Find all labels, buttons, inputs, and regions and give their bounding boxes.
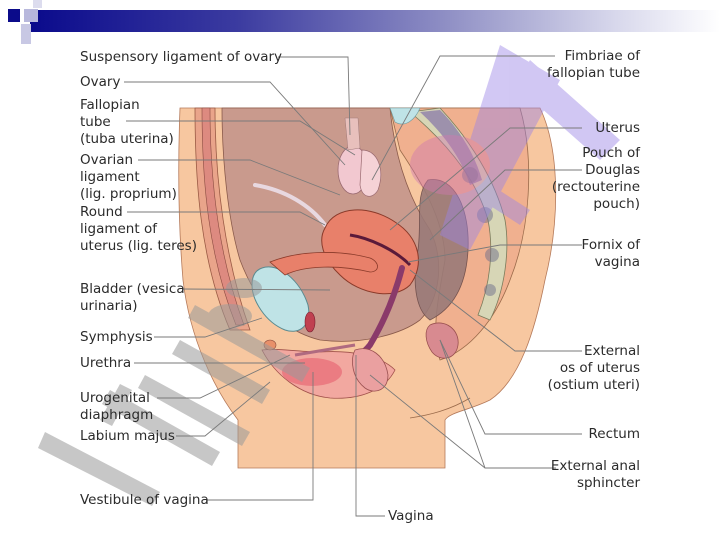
label-pouch-of-douglas: Pouch of Douglas (rectouterine pouch): [551, 145, 640, 212]
bladder-shape: [251, 266, 310, 332]
label-urethra: Urethra: [80, 355, 132, 371]
label-urogenital-diaphragm: Urogenital diaphragm: [80, 390, 154, 423]
watermark-letter-stroke: [172, 340, 270, 404]
label-labium-majus: Labium majus: [80, 428, 175, 444]
leader-uterus: [389, 127, 582, 231]
leader-labium: [176, 381, 271, 437]
sacrum-bone-texture: [420, 110, 482, 185]
leader-urogenital: [157, 354, 291, 399]
leader-fallopian: [126, 120, 356, 156]
anal-canal: [352, 348, 389, 392]
label-bladder: Bladder (vesica urinaria): [80, 281, 185, 314]
label-fornix: Fornix of vagina: [581, 237, 640, 270]
leader-bladder: [181, 288, 331, 291]
vertebra-pattern: [484, 284, 496, 296]
leader-ovary: [124, 81, 346, 166]
rectal-pouch-low: [425, 322, 459, 359]
header-decor-square: [24, 9, 38, 22]
watermark-letter-stroke: [515, 60, 620, 160]
watermark-letter-stroke: [226, 278, 262, 298]
thigh-crease: [409, 397, 471, 419]
watermark-letter-stroke: [410, 135, 490, 195]
leader-vestibule: [206, 372, 314, 501]
urethra-shape: [294, 343, 356, 357]
label-vagina: Vagina: [388, 508, 434, 524]
label-vestibule: Vestibule of vagina: [80, 492, 209, 508]
label-uterus: Uterus: [595, 120, 640, 136]
watermark-letter-stroke: [102, 390, 220, 466]
leader-external-os: [409, 269, 582, 352]
fimbriae-shape: [359, 149, 382, 197]
label-ovary: Ovary: [80, 74, 121, 90]
leader-fornix: [407, 244, 582, 263]
watermark-letter-stroke: [450, 165, 530, 225]
watermark-letter-stroke: [38, 432, 160, 506]
label-ovarian-ligament: Ovarian ligament (lig. proprium): [80, 152, 177, 202]
vertebra-pattern: [462, 167, 478, 183]
vertebra-pattern: [477, 207, 493, 223]
label-symphysis: Symphysis: [80, 329, 153, 345]
watermark-letter-stroke: [100, 384, 132, 426]
header-decor-square: [33, 0, 42, 8]
leader-lines: [124, 55, 582, 517]
label-round-ligament: Round ligament of uterus (lig. teres): [80, 204, 197, 254]
leader-anal-2: [369, 374, 486, 469]
watermark-purple: [410, 45, 620, 250]
slide-header-bar: [30, 10, 720, 32]
header-decor-square: [21, 24, 31, 44]
label-fimbriae: Fimbriae of fallopian tube: [547, 48, 640, 81]
bladder-wall: [269, 252, 378, 276]
leader-suspensory: [278, 56, 351, 136]
label-suspensory-ligament: Suspensory ligament of ovary: [80, 49, 283, 65]
label-external-anal-sphincter: External anal sphincter: [550, 458, 640, 491]
leader-pouch: [429, 169, 582, 241]
header-decor-square: [8, 9, 20, 22]
leader-symphysis: [154, 317, 263, 338]
leader-rectum: [439, 339, 582, 435]
suspensory-ligament-shape: [344, 117, 361, 151]
label-rectum: Rectum: [588, 426, 640, 442]
symphysis-shape: [304, 311, 316, 333]
label-fallopian-tube: Fallopian tube (tuba uterina): [80, 97, 174, 147]
watermark-letter-stroke: [138, 375, 250, 446]
label-external-os: External os of uterus (ostium uteri): [547, 343, 640, 393]
promontory: [389, 107, 421, 125]
leader-round: [127, 211, 326, 226]
leader-vagina: [355, 355, 385, 517]
watermark-letter-stroke: [440, 45, 560, 250]
vertebra-pattern: [485, 248, 499, 262]
round-ligament-shape: [253, 183, 327, 227]
leader-fimbriae: [371, 55, 555, 181]
leader-ovarian: [138, 159, 341, 196]
uterine-cavity: [349, 233, 412, 267]
